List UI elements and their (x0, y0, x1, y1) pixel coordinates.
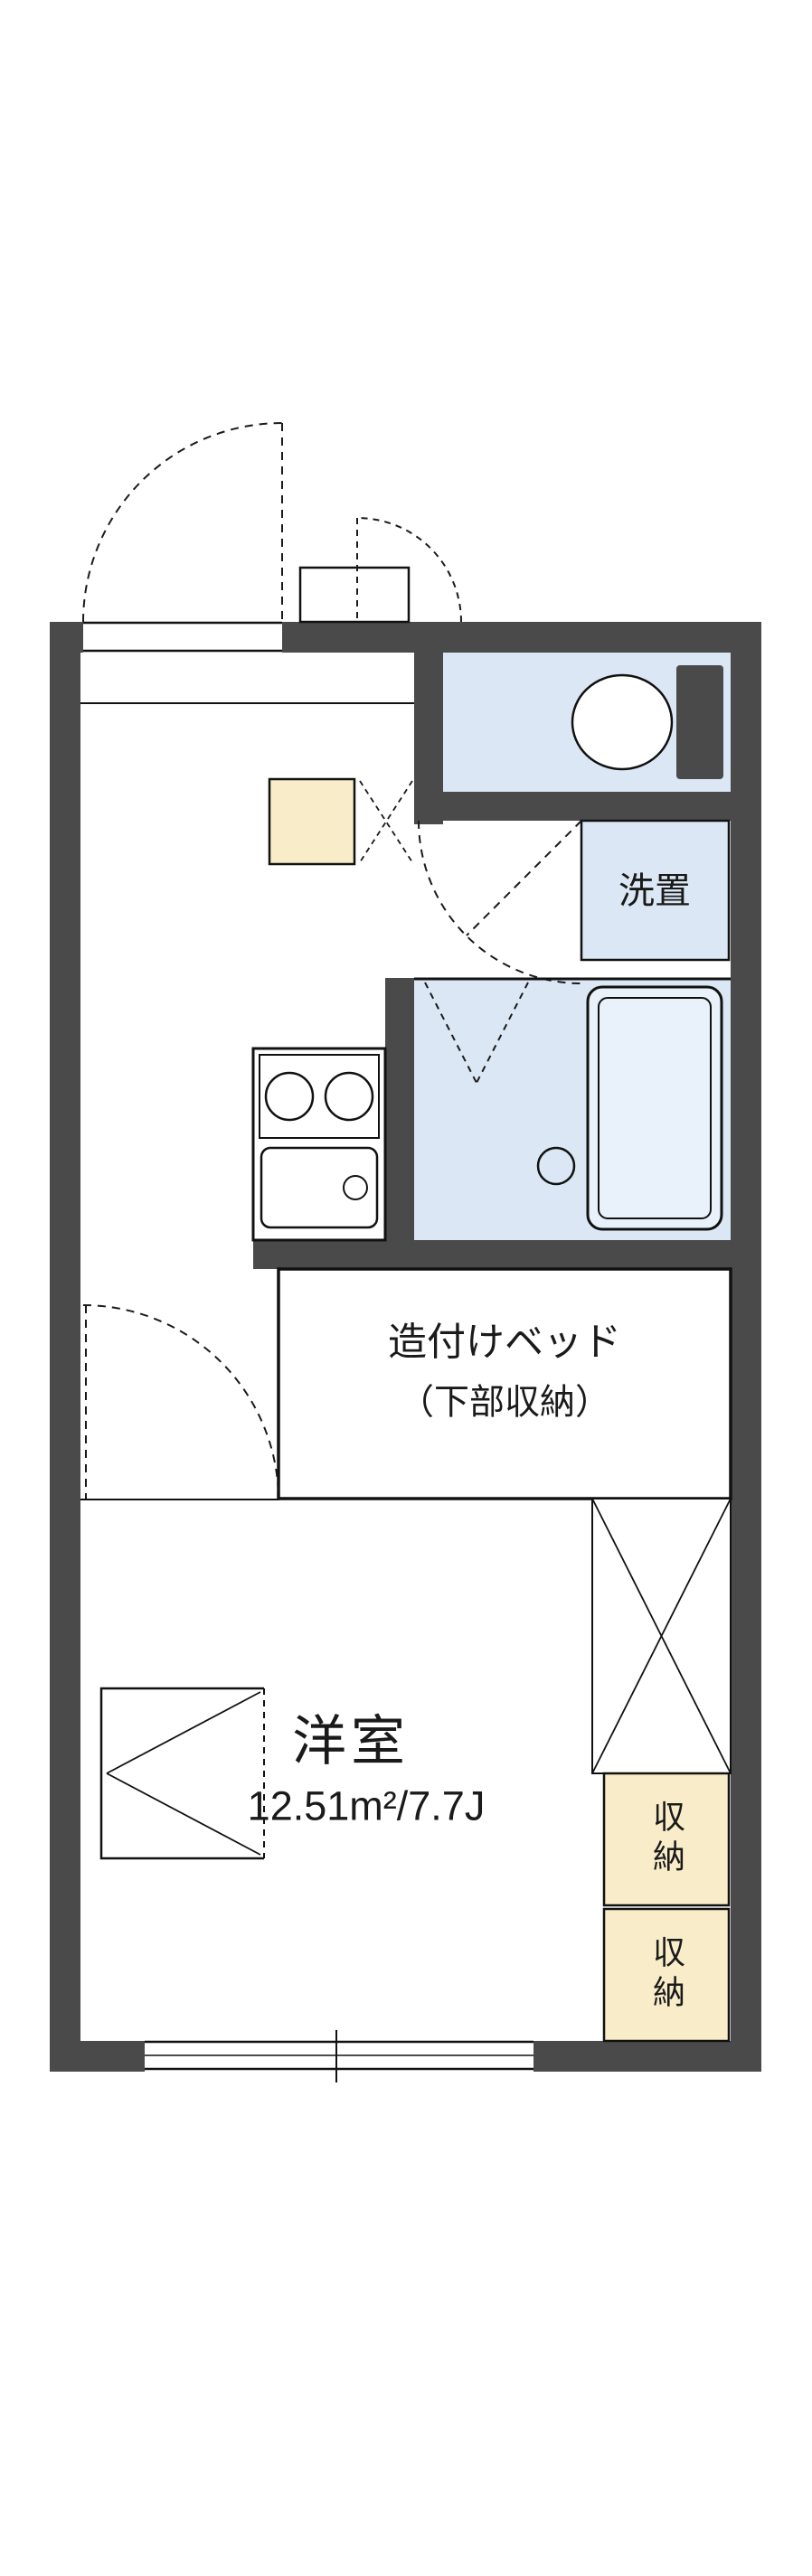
window-gap (145, 2039, 533, 2073)
stove-burner-right-icon (324, 1071, 374, 1122)
toilet-fixture (571, 665, 723, 779)
bathtub-inner (598, 997, 712, 1219)
kitchen-sink (260, 1146, 379, 1229)
toilet-tank (676, 665, 723, 779)
right-wall (731, 622, 761, 2072)
washer-space-label: 洗置 (618, 871, 691, 911)
porch-step (298, 566, 411, 624)
porch-door-arc (356, 517, 462, 623)
bathtub (586, 985, 723, 1231)
left-wall (50, 622, 80, 2072)
room-door-swing (82, 1304, 279, 1501)
room-name-label: 洋室 (292, 1711, 410, 1772)
below-toilet-wall (414, 792, 731, 821)
sink-drain-icon (343, 1175, 368, 1200)
stove-burner-left-icon (264, 1071, 315, 1122)
desk-outline (99, 1687, 264, 1860)
closet-door-line-1 (359, 780, 413, 863)
crossed-space (591, 1498, 732, 1774)
stove-top (259, 1054, 380, 1139)
kitchen-unit (251, 1047, 387, 1242)
entrance-door-swing (82, 422, 283, 623)
entrance-opening (83, 620, 282, 654)
bed-storage-note-label: （下部収納） (398, 1383, 611, 1423)
bathtub-outer (586, 985, 723, 1231)
storage-lower-label: 収納 (648, 1935, 685, 2015)
toilet-bowl (571, 673, 674, 771)
washer-space (580, 819, 731, 962)
bath-drain (536, 1146, 576, 1186)
room-door-arc (82, 1304, 279, 1501)
built-in-bed-label: 造付けベッド (388, 1321, 621, 1365)
bottom-window (145, 2030, 533, 2082)
desk-symbol (99, 1687, 265, 1860)
storage-upper-label: 収納 (648, 1800, 685, 1879)
room-size-label: 12.51m²/7.7J (247, 1782, 486, 1829)
bath-partition-wall (385, 978, 414, 1240)
crossed-space-diagonal-2 (591, 1498, 732, 1774)
changing-door-leaf (466, 820, 582, 936)
shoe-cabinet (268, 777, 356, 866)
built-in-bed-area (277, 1267, 732, 1500)
desk-diagonal-2 (106, 1772, 261, 1856)
desk-diagonal-1 (106, 1691, 261, 1774)
storage-box-upper (602, 1772, 731, 1907)
entrance-door-arc (82, 422, 283, 623)
closet-door-marks (359, 780, 413, 863)
porch-door-swing (356, 517, 462, 623)
bed-partition-wall (253, 1240, 731, 1269)
closet-door-line-2 (359, 780, 413, 863)
entrance-gap (83, 620, 282, 654)
storage-box-lower (602, 1907, 731, 2043)
